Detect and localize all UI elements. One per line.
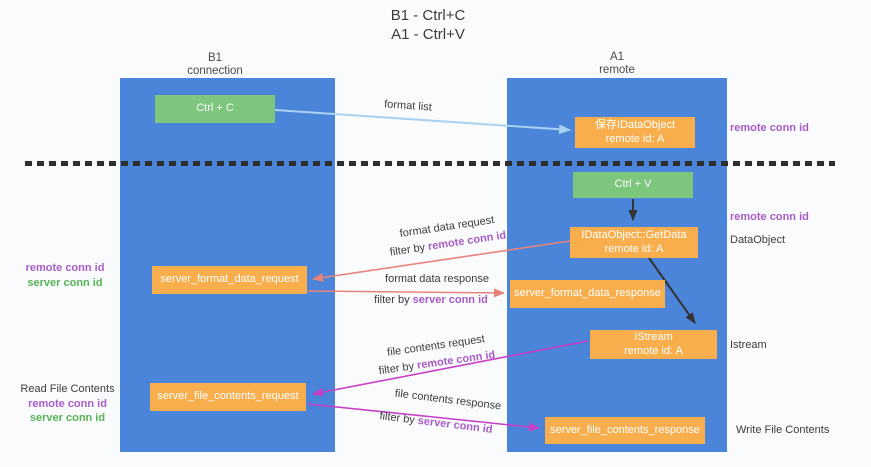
right-remote-conn-id-2: remote conn id — [730, 211, 809, 223]
left-remote-conn-id-2: remote conn id — [28, 397, 107, 410]
node-file-request-label: server_file_contents_request — [157, 390, 299, 403]
filter-by-text: filter by — [374, 294, 410, 306]
lifeline-b1-role: connection — [187, 65, 243, 77]
arrow-format-data-response — [307, 288, 505, 298]
edge-label-format-list: format list — [383, 98, 433, 114]
node-getdata-line1: IDataObject::GetData — [581, 229, 687, 241]
edge-label-filter-server-2: filter by server conn id — [379, 410, 493, 436]
lifeline-header-a1: A1 remote — [567, 51, 667, 77]
node-idataobject-getdata: IDataObject::GetData remote id: A — [570, 227, 698, 258]
right-istream-label: Istream — [730, 339, 767, 351]
right-dataobject-label: DataObject — [730, 234, 786, 246]
node-istream: IStream remote id: A — [590, 330, 717, 359]
server-conn-id-text: server conn id — [412, 294, 488, 306]
node-file-response-label: server_file_contents_response — [550, 423, 700, 436]
left-annotation-read-file: Read File Contents remote conn id server… — [15, 382, 120, 426]
filter-by-text: filter by — [378, 410, 416, 427]
edge-label-format-data-response: format data response — [385, 273, 489, 285]
node-server-format-data-response: server_format_data_response — [510, 280, 665, 308]
node-istream-line1: IStream — [634, 331, 673, 343]
right-write-file-contents-label: Write File Contents — [736, 424, 830, 436]
node-ctrl-c: Ctrl + C — [155, 95, 275, 123]
server-conn-id-text: server conn id — [417, 414, 494, 436]
node-format-request-label: server_format_data_request — [160, 273, 299, 286]
filter-by-text: filter by — [389, 241, 426, 259]
node-ctrl-c-label: Ctrl + C — [196, 102, 234, 115]
left-remote-conn-id: remote conn id — [25, 262, 105, 274]
edge-label-file-contents-response: file contents response — [394, 387, 502, 413]
edge-label-filter-server-1: filter by server conn id — [374, 294, 488, 306]
node-istream-line2: remote id: A — [624, 344, 683, 357]
diagram-title: B1 - Ctrl+C A1 - Ctrl+V — [328, 6, 528, 44]
node-ctrl-v: Ctrl + V — [573, 172, 693, 198]
lifeline-a1-name: A1 — [609, 51, 625, 63]
node-ctrl-v-label: Ctrl + V — [614, 178, 652, 191]
node-server-format-data-request: server_format_data_request — [152, 266, 307, 294]
lifeline-b1-name: B1 — [207, 52, 223, 64]
title-line-1: B1 - Ctrl+C — [390, 7, 466, 24]
lifeline-header-b1: B1 connection — [165, 52, 265, 78]
node-server-file-contents-request: server_file_contents_request — [150, 383, 306, 411]
node-saved-idataobject: 保存IDataObject remote id: A — [575, 117, 695, 148]
left-annotation-conn-ids: remote conn id server conn id — [20, 261, 110, 290]
node-saved-idataobject-line1: 保存IDataObject — [594, 119, 676, 131]
lifeline-a1-role: remote — [599, 64, 635, 76]
node-saved-idataobject-line2: remote id: A — [605, 132, 665, 145]
session-divider-dashed-line — [25, 161, 835, 166]
node-getdata-line2: remote id: A — [604, 242, 664, 255]
node-server-file-contents-response: server_file_contents_response — [545, 417, 705, 444]
node-format-response-label: server_format_data_response — [514, 287, 661, 300]
left-server-conn-id: server conn id — [27, 276, 103, 289]
left-server-conn-id-2: server conn id — [29, 412, 106, 424]
right-remote-conn-id-1: remote conn id — [730, 122, 809, 134]
title-line-2: A1 - Ctrl+V — [391, 26, 465, 43]
read-file-contents-label: Read File Contents — [20, 383, 115, 395]
filter-by-text: filter by — [378, 360, 415, 378]
